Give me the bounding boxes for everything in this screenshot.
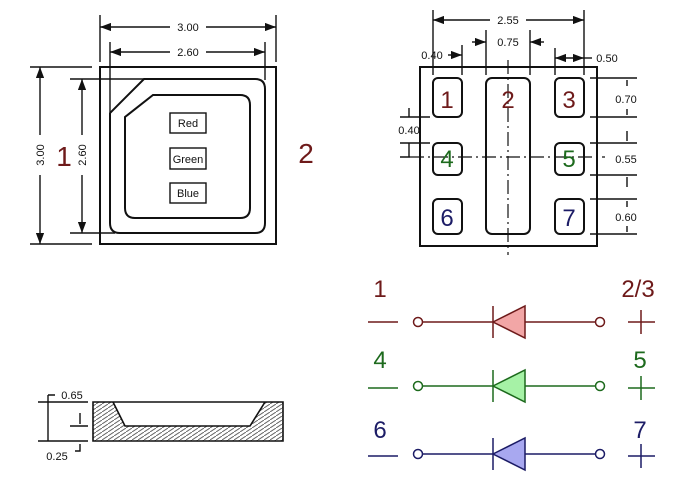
pad-5	[554, 142, 585, 176]
dim-row3: 0.60	[615, 212, 636, 224]
pad-label-3: 3	[562, 87, 575, 114]
side-label-2: 2	[298, 138, 314, 169]
dim-right-pad: 0.50	[596, 53, 617, 65]
pad-7	[554, 198, 585, 235]
schematic-cathode-2-3: 2/3	[621, 276, 654, 303]
schematic: 1 2/3 4 5 6 7	[368, 276, 655, 472]
pad-1	[432, 77, 463, 118]
dim-row1: 0.70	[615, 94, 636, 106]
chip-green	[169, 147, 207, 170]
dim-width-outer: 3.00	[177, 22, 198, 34]
dim-height-inner: 2.60	[77, 144, 89, 165]
pad-4	[432, 142, 463, 176]
schematic-cathode-5: 5	[633, 347, 646, 374]
dim-side-height: 0.65	[61, 390, 82, 402]
schematic-anode-1: 1	[373, 276, 386, 303]
chip-blue	[169, 182, 207, 204]
dim-center-pad: 0.75	[497, 37, 518, 49]
diode-green	[368, 368, 655, 404]
pad-3	[554, 77, 585, 118]
dim-height-outer: 3.00	[35, 144, 47, 165]
chip-red-label: Red	[178, 118, 198, 130]
dim-row2: 0.55	[615, 154, 636, 166]
reflector-outline	[109, 78, 266, 234]
pad-label-7: 7	[562, 205, 575, 232]
chip-red	[169, 112, 207, 134]
schematic-anode-4: 4	[373, 347, 386, 374]
pad-label-5: 5	[562, 146, 575, 173]
dim-width-inner: 2.60	[177, 47, 198, 59]
schematic-cathode-7: 7	[633, 417, 646, 444]
pad-label-4: 4	[440, 146, 453, 173]
pad-label-1: 1	[440, 87, 453, 114]
pad-label-6: 6	[440, 205, 453, 232]
chip-green-label: Green	[173, 154, 204, 166]
pad-label-2: 2	[501, 87, 514, 114]
package-outline	[99, 66, 277, 245]
dim-left-pad: 0.40	[421, 50, 442, 62]
cavity-outline	[124, 94, 251, 219]
centerlines	[410, 60, 605, 255]
dim-total: 2.55	[497, 15, 518, 27]
pad-view: 1 2 3 4 5 6 7 2.55 0.75 0.40 0.50 0.40 0…	[398, 10, 637, 255]
side-view: 0.65 0.25	[38, 390, 284, 463]
diode-red	[368, 304, 655, 340]
dim-gap: 0.40	[398, 125, 419, 137]
diode-blue	[368, 436, 655, 472]
side-label-1: 1	[56, 141, 72, 172]
pad-6	[432, 198, 463, 235]
schematic-anode-6: 6	[373, 417, 386, 444]
dim-side-base: 0.25	[46, 451, 67, 463]
chip-blue-label: Blue	[177, 188, 199, 200]
top-view: Red Green Blue 3.00 2.60 3.00 2.60 1 2	[30, 15, 314, 245]
